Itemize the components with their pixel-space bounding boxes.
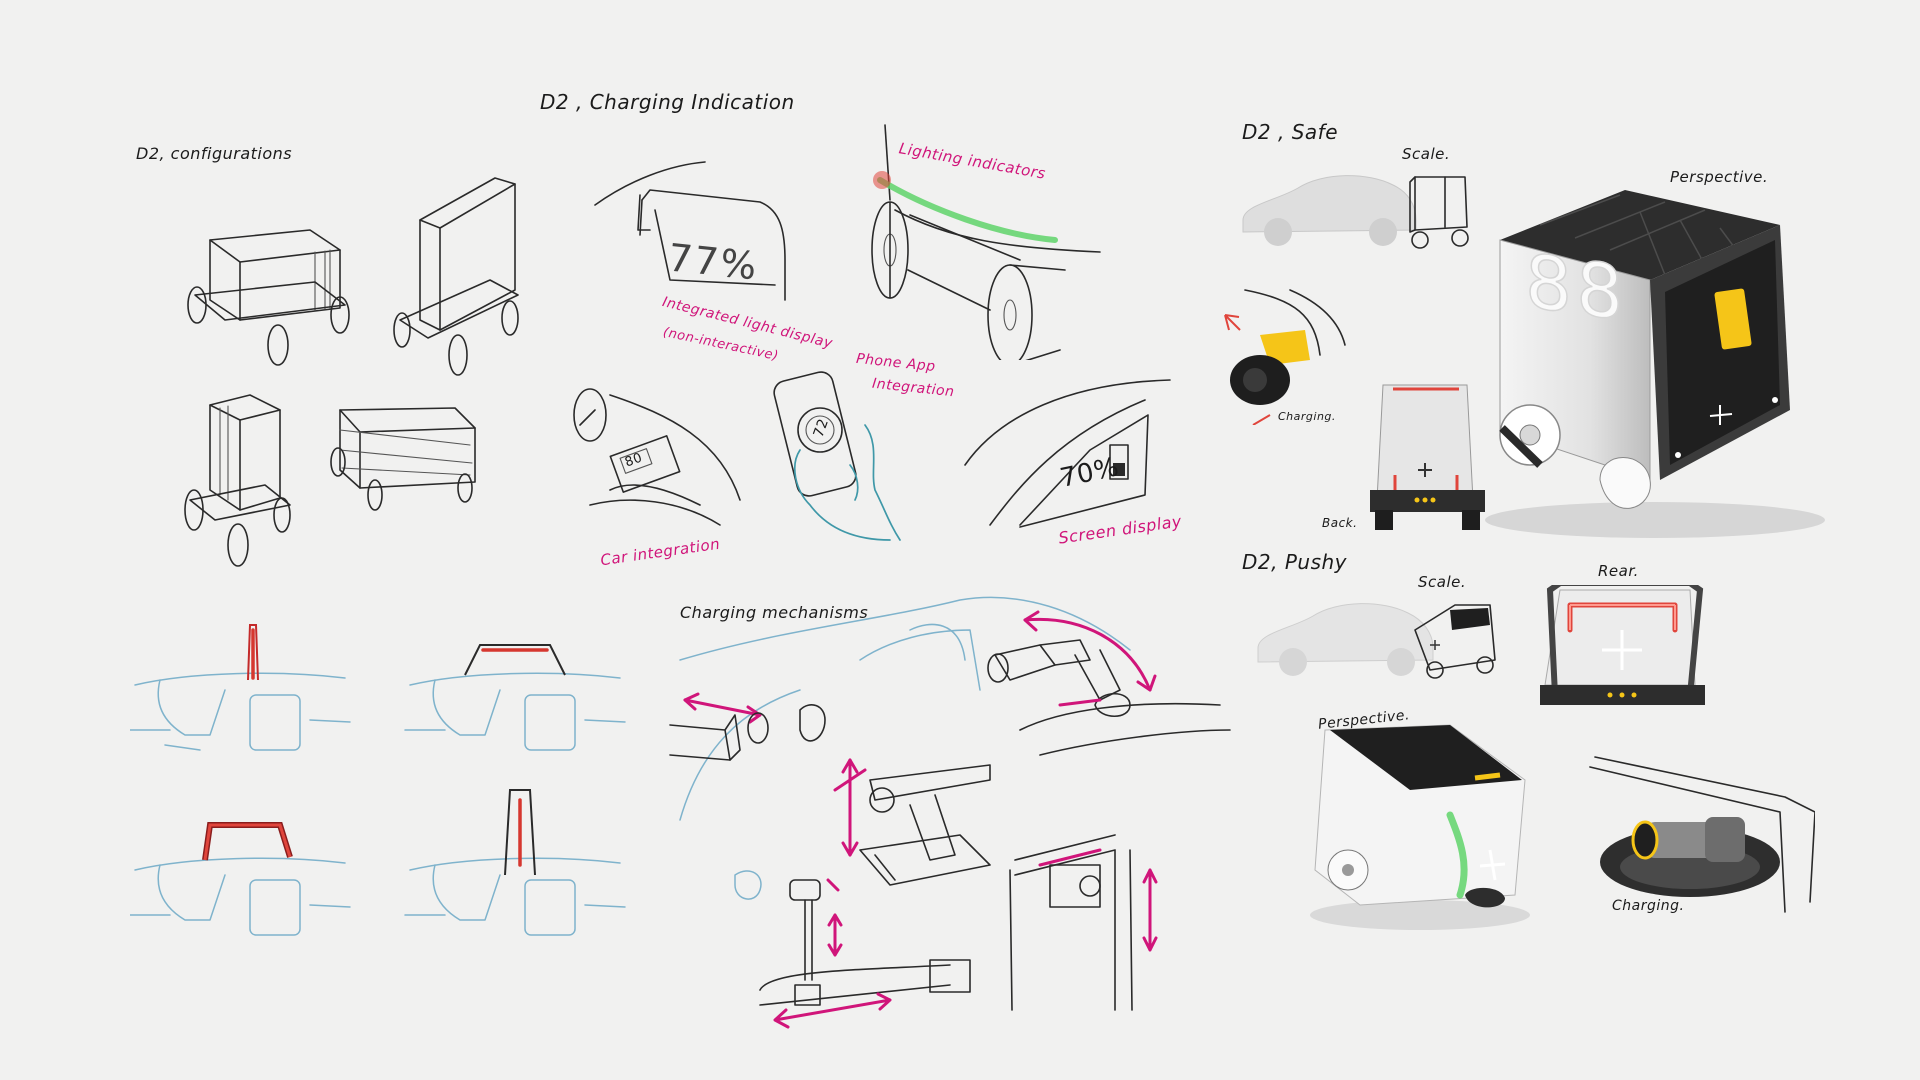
config-sketch-tall [393, 177, 519, 376]
dashboard-sketches [130, 624, 626, 936]
safe-back-render [1370, 384, 1485, 530]
pushy-scale-robot [1414, 604, 1496, 679]
config-sketch-wide [187, 229, 350, 366]
display-percent: 77% [665, 235, 761, 289]
safe-scale-label: Scale. [1402, 145, 1451, 163]
mechanism-pole [759, 878, 971, 1029]
car-integration-label: Car integration [599, 534, 722, 570]
charging-mechanism-sketches [669, 596, 1231, 1029]
safe-charging-label: Charging. [1278, 410, 1336, 423]
safe-car-silhouette [1242, 175, 1417, 246]
safe-charging-port [1224, 289, 1346, 425]
safe-back-label: Back. [1322, 516, 1358, 530]
safe-perspective-render [1485, 190, 1825, 538]
pushy-perspective-render [1310, 724, 1530, 930]
safe-segment-digits: 88 [1524, 237, 1628, 339]
indication-display-sketch [594, 161, 786, 301]
section-title-charging-mechanisms: Charging mechanisms [680, 603, 869, 622]
configuration-sketches [184, 177, 519, 567]
indication-lighting-sketch [871, 124, 1101, 360]
pushy-car-silhouette [1257, 603, 1434, 676]
section-title-charging-indication: D2 , Charging Indication [540, 90, 795, 114]
mechanism-robot-arm [987, 610, 1231, 756]
pushy-scale-label: Scale. [1418, 573, 1467, 591]
section-title-configurations: D2, configurations [136, 144, 293, 163]
dashboard-sketch-pillar [404, 789, 626, 936]
mechanism-lift [833, 758, 991, 886]
mechanism-rail [1009, 834, 1158, 1011]
safe-scale-robot [1409, 176, 1469, 249]
pushy-rear-render [1540, 585, 1705, 705]
car-integration-sketch [573, 388, 741, 526]
safe-perspective-label: Perspective. [1670, 168, 1769, 186]
pushy-rear-label: Rear. [1598, 562, 1639, 580]
dashboard-sketch-arch [404, 644, 626, 751]
config-sketch-narrow [184, 394, 291, 567]
section-title-pushy: D2, Pushy [1242, 550, 1348, 574]
pushy-charging-label: Charging. [1612, 898, 1685, 914]
dashboard-sketch-antenna [130, 624, 351, 751]
config-sketch-low [330, 407, 476, 511]
section-title-safe: D2 , Safe [1242, 120, 1338, 144]
phone-app-sketch [773, 371, 901, 541]
mechanism-slider [669, 692, 826, 761]
pushy-charging-render [1589, 756, 1815, 913]
screen-display-sketch [964, 379, 1171, 528]
dashboard-sketch-frame [130, 822, 351, 936]
